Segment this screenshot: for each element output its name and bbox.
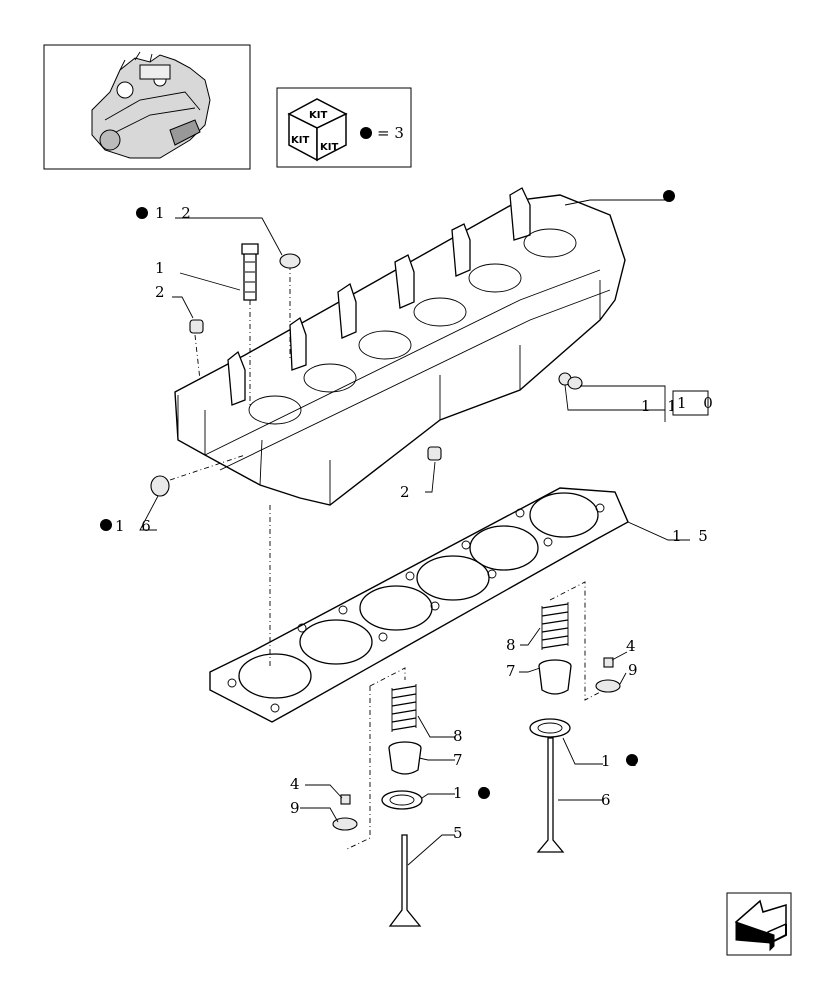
seal-ring-14 — [529, 718, 571, 738]
spring-retainer-left — [388, 741, 422, 775]
bolt-part — [241, 243, 259, 301]
callout-8-left: 8 — [453, 727, 469, 745]
valve-spring-right — [541, 602, 569, 650]
callout-12: 1 2 — [155, 204, 197, 222]
cylinder-head — [174, 187, 626, 506]
callout-2-bottom: 2 — [400, 483, 416, 501]
valve-5 — [388, 834, 422, 927]
kit-marker-12 — [136, 207, 148, 219]
callout-1: 1 — [155, 259, 171, 277]
kit-marker-16 — [100, 519, 112, 531]
plug-part-lower — [427, 446, 442, 461]
navigation-arrow-icon — [734, 899, 787, 952]
kit-legend: KIT KIT KIT = 3 — [276, 87, 412, 168]
valve-spring-left — [391, 684, 417, 732]
engine-thumbnail[interactable] — [43, 44, 251, 170]
spring-retainer-right — [538, 659, 572, 695]
callout-7-right: 7 — [506, 662, 522, 680]
center-lines — [169, 265, 609, 851]
kit-marker-icon — [360, 127, 372, 139]
plug-part — [189, 319, 204, 334]
keeper-right — [603, 657, 614, 668]
seat-left — [332, 817, 358, 831]
kit-marker-14 — [626, 754, 638, 766]
kit-marker-13 — [478, 787, 490, 799]
callout-16: 1 6 — [115, 517, 157, 535]
callout-10: 1 0 — [677, 394, 719, 412]
leader-lines — [139, 199, 690, 866]
valve-6 — [536, 737, 565, 853]
kit-marker-head — [663, 190, 675, 202]
callout-2-top: 2 — [155, 283, 171, 301]
kit-label-left: KIT — [291, 135, 309, 146]
callout-4-left: 4 — [290, 775, 306, 793]
washer-part — [567, 376, 583, 390]
callout-9-left: 9 — [290, 799, 306, 817]
callout-5: 5 — [453, 824, 469, 842]
callout-11: 1 1 — [641, 397, 683, 415]
navigation-arrow-button[interactable] — [726, 892, 792, 956]
seal-ring-13 — [381, 790, 423, 810]
callout-15: 1 5 — [672, 527, 714, 545]
keeper-left — [340, 794, 351, 805]
seat-right — [595, 679, 621, 693]
kit-cube-icon: KIT KIT KIT — [287, 98, 348, 162]
kit-label-right: KIT — [320, 142, 338, 153]
callout-7-left: 7 — [453, 751, 469, 769]
head-gasket — [209, 487, 629, 723]
cap-part — [150, 475, 170, 497]
callout-4-right: 4 — [626, 637, 642, 655]
engine-icon — [91, 51, 211, 159]
kit-equation: = 3 — [377, 124, 404, 142]
callout-6: 6 — [601, 791, 617, 809]
callout-8-right: 8 — [506, 636, 522, 654]
callout-9-right: 9 — [628, 661, 644, 679]
callout-13: 1 3 — [453, 784, 495, 802]
callouts: 1 2 1 2 1 1 1 0 2 1 6 1 5 8 7 4 9 1 4 6 … — [115, 204, 719, 842]
callout-14: 1 4 — [601, 752, 643, 770]
callout-10-box — [672, 390, 709, 416]
plug-top-part — [279, 253, 301, 269]
kit-label-top: KIT — [309, 110, 327, 121]
kit-markers — [100, 190, 675, 799]
